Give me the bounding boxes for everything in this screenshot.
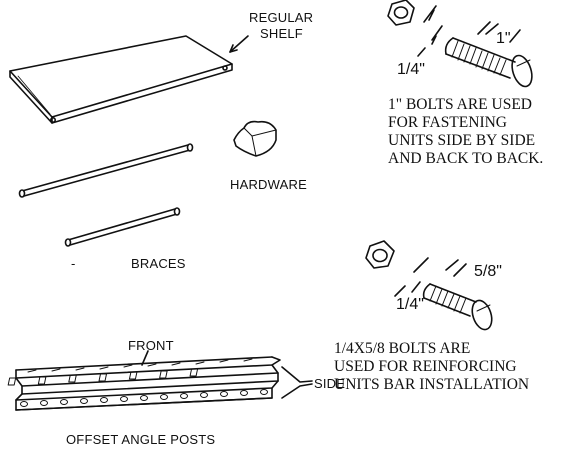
short-bolt-drawing xyxy=(365,240,493,331)
short-bolt-length-label: 5/8" xyxy=(474,263,502,280)
short-bolt-note: 1/4X5/8 BOLTS ARE USED FOR REINFORCING U… xyxy=(334,340,529,394)
long-bolt-diameter-label: 1/4" xyxy=(397,61,425,78)
short-bolt-diameter-label: 1/4" xyxy=(396,296,424,313)
short-bolt-note-line: 1/4X5/8 BOLTS ARE xyxy=(334,340,471,357)
long-bolt-length-label: 1" xyxy=(496,30,511,47)
hardware-bag-drawing xyxy=(233,120,277,157)
angle-posts-drawing xyxy=(7,350,313,411)
long-bolt-note-line: AND BACK TO BACK. xyxy=(388,150,544,167)
shelf-label-line2: SHELF xyxy=(260,26,303,41)
long-bolt-note-line: 1" BOLTS ARE USED xyxy=(388,96,532,113)
shelf-label-line1: REGULAR xyxy=(249,10,314,25)
short-bolt-note-line: UNITS BAR INSTALLATION xyxy=(334,376,530,393)
shelf-drawing xyxy=(9,35,249,124)
short-bolt-note-line: USED FOR REINFORCING xyxy=(334,358,517,375)
braces-drawing xyxy=(18,143,194,247)
hardware-label: HARDWARE xyxy=(230,177,307,192)
long-bolt-note: 1" BOLTS ARE USED FOR FASTENING UNITS SI… xyxy=(388,96,543,168)
braces-dash: - xyxy=(71,256,76,271)
front-label: FRONT xyxy=(128,338,174,353)
long-bolt-note-line: UNITS SIDE BY SIDE xyxy=(388,132,536,149)
side-label: SIDE xyxy=(314,376,346,391)
braces-label: BRACES xyxy=(131,256,186,271)
posts-label: OFFSET ANGLE POSTS xyxy=(66,432,216,447)
long-bolt-note-line: FOR FASTENING xyxy=(388,114,507,131)
long-bolt-drawing xyxy=(387,0,533,88)
